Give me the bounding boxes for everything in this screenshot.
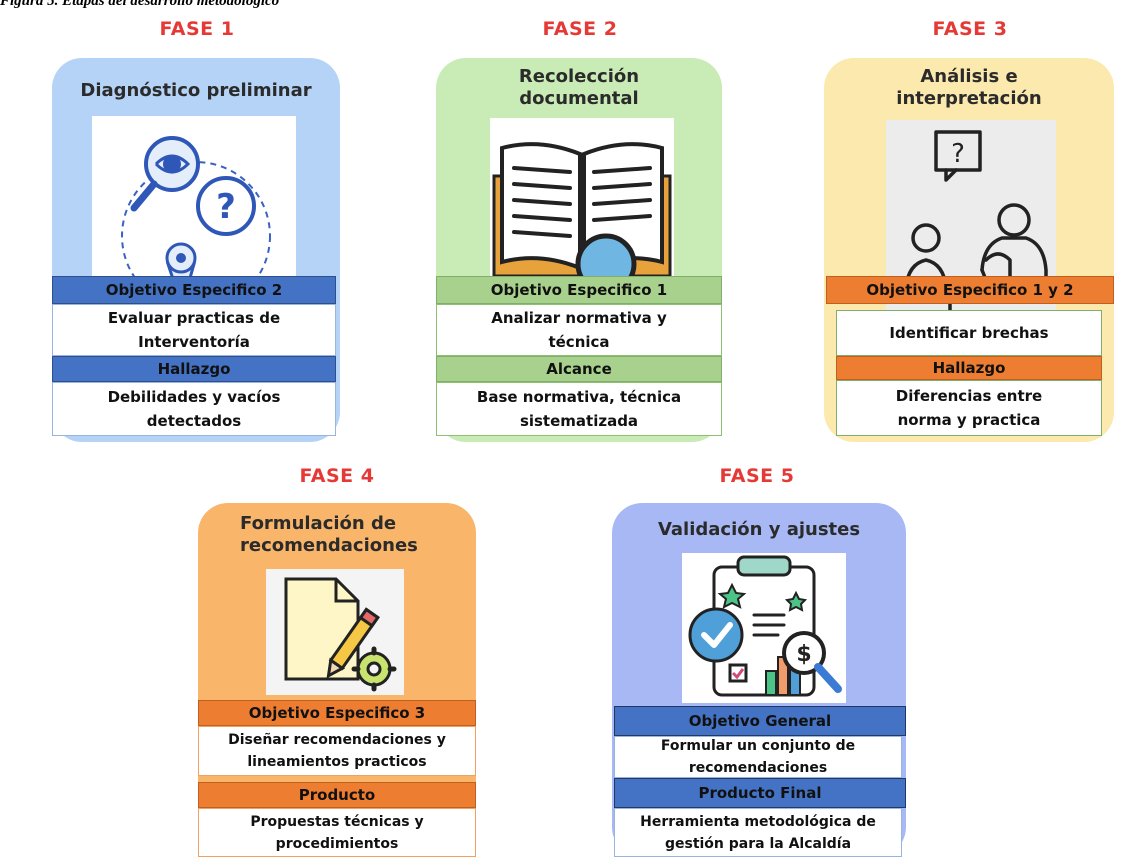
phase-5-objective-label: Objetivo General [614,706,906,736]
phase-5-title: Validación y ajustes [657,519,861,540]
phase-3-finding-label: Hallazgo [836,356,1102,380]
clipboard-check-analytics-icon: $ [688,555,842,697]
phase-2-label: FASE 2 [542,18,618,40]
phase-5-illustration: $ [682,553,846,703]
phase-4-title: Formulación de recomendaciones [240,513,418,556]
phase-1-finding-text: Debilidades y vacíos detectados [52,382,336,436]
phase-5-objective-text: Formular un conjunto de recomendaciones [614,736,902,778]
figure-caption: Figura 5. Etapas del desarrollo metodoló… [0,0,280,8]
phase-5-product-label: Producto Final [614,778,906,808]
svg-text:?: ? [951,139,965,169]
document-pencil-gear-icon [284,577,397,692]
phase-1-label: FASE 1 [159,18,235,40]
phase-4-label: FASE 4 [299,465,375,487]
phase-1-objective-text: Evaluar practicas de Interventoría [52,304,336,356]
phase-3-objective-label: Objetivo Especifico 1 y 2 [826,276,1114,304]
phase-2-scope-text: Base normativa, técnica sistematizada [436,382,722,436]
phase-1-finding-label: Hallazgo [52,356,336,382]
phase-5-label: FASE 5 [719,465,795,487]
phase-2-objective-text: Analizar normativa y técnica [436,304,722,356]
phase-3-title: Análisis e interpretación [896,66,1042,109]
phase-3-label: FASE 3 [932,18,1008,40]
phase-4-product-text: Propuestas técnicas y procedimientos [198,808,476,857]
phase-4-objective-label: Objetivo Especifico 3 [198,700,476,726]
phase-5-product-text: Herramienta metodológica de gestión para… [614,808,902,857]
phase-1-title: Diagnóstico preliminar [80,80,312,101]
phase-2-objective-label: Objetivo Especifico 1 [436,276,722,304]
phase-4-objective-text: Diseñar recomendaciones y lineamientos p… [198,726,476,776]
phase-4-product-label: Producto [198,782,476,808]
phase-2-title: Recolección documental [518,66,640,109]
phase-2-scope-label: Alcance [436,356,722,382]
phase-1-objective-label: Objetivo Especifico 2 [52,276,336,304]
phase-4-illustration [266,569,404,695]
phase-3-finding-text: Diferencias entre norma y practica [836,380,1102,436]
svg-text:?: ? [216,187,236,227]
svg-text:$: $ [796,642,811,667]
phase-3-objective-text: Identificar brechas [836,310,1102,356]
